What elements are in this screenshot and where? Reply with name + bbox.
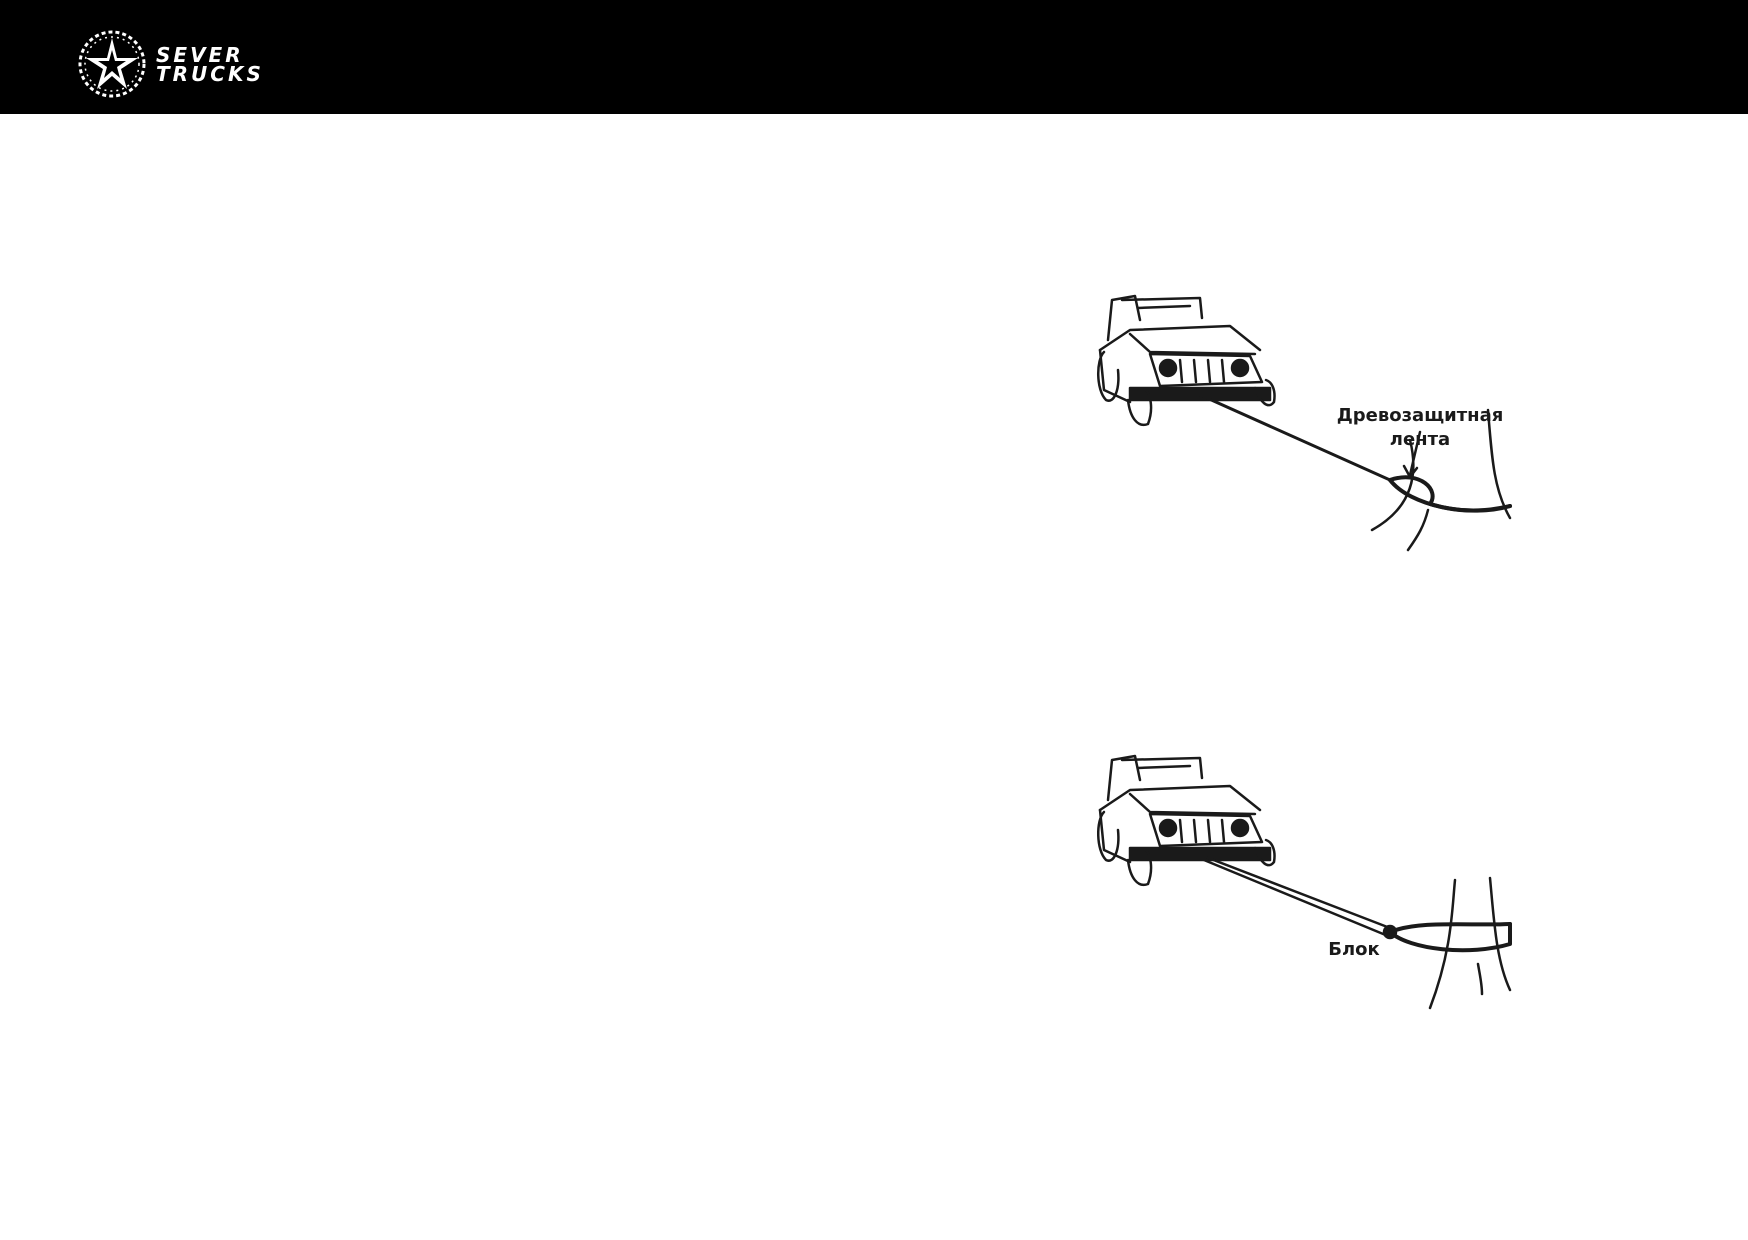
figure-tree-strap: Древозащитная лента xyxy=(1090,290,1540,560)
brand-logo: SEVER TRUCKS xyxy=(76,28,316,104)
jeep-winch-pulley-block-illustration xyxy=(1097,754,1512,1010)
tree-strap-label-line-2: лента xyxy=(1389,429,1451,450)
figure-pulley-block: Блок xyxy=(1090,750,1540,1020)
star-wreath-icon xyxy=(78,30,146,98)
logo-line-2: TRUCKS xyxy=(156,62,264,86)
jeep-winch-tree-strap-illustration xyxy=(1097,294,1512,552)
header-bar: SEVER TRUCKS xyxy=(0,0,1748,114)
tree-strap-label: Древозащитная лента xyxy=(1320,404,1520,452)
tree-strap-label-line-1: Древозащитная xyxy=(1336,405,1504,426)
pulley-block-label: Блок xyxy=(1314,938,1394,962)
pulley-block-label-line-1: Блок xyxy=(1328,939,1380,960)
logo-wordmark: SEVER TRUCKS xyxy=(156,43,264,86)
logo-line-1: SEVER xyxy=(156,43,244,67)
